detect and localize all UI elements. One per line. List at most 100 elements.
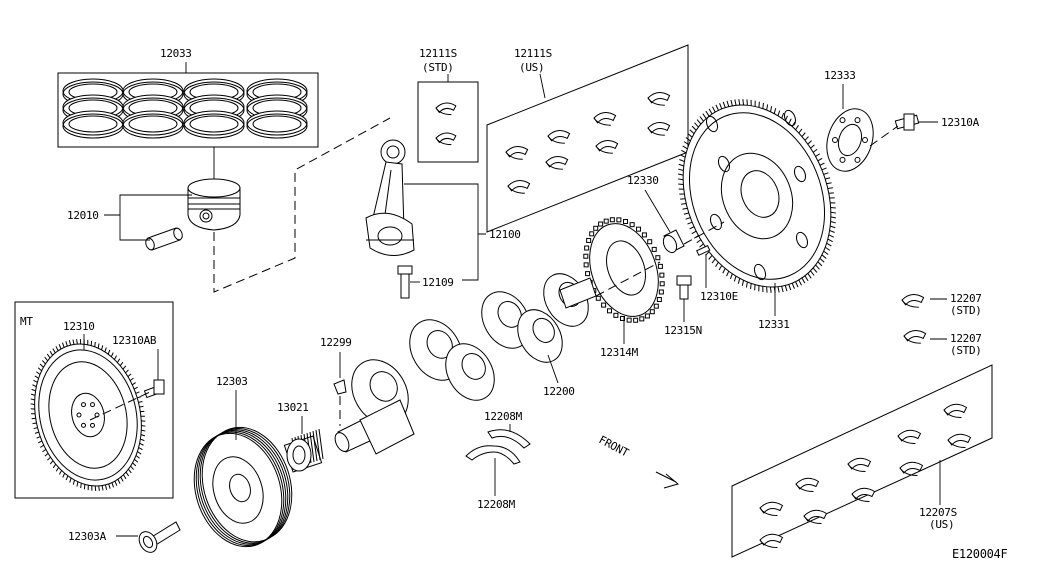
ring-gear-tooth [678,183,684,186]
signal-plate-tooth [623,219,629,225]
callout-12303: 12303 [216,375,248,388]
mt-gear-tooth [120,476,124,482]
mt-gear-tooth [125,471,130,477]
main-bearing-shell-us [759,533,784,546]
ring-gear-tooth [812,148,818,153]
signal-plate-tooth [607,308,613,314]
ring-gear-tooth [827,187,833,189]
mt-gear-tooth [127,373,132,378]
conrod-bolt [397,265,413,299]
plate-bolt-hole [862,137,868,143]
callout-12310a: 12310A [941,116,980,129]
mt-gear-tooth [30,403,35,405]
signal-plate-tooth [595,295,601,301]
mt-flywheel-bolt-hole [81,402,86,408]
ring-gear-tooth [815,153,821,157]
ring-gear-tooth [812,267,818,273]
drive-plate-hole [793,165,807,183]
ring-gear-tooth [696,239,702,244]
drive-plate-hole [753,263,767,281]
ring-gear-tooth [726,271,730,277]
signal-plate-tooth [653,303,659,309]
signal-plate-tooth [657,263,663,269]
ring-gear-tooth [801,277,806,284]
ring-gear-tooth [817,261,823,267]
mt-gear-tooth [39,363,44,368]
signal-plate-tooth [583,262,589,268]
main-bearing-shell-std [903,330,927,342]
callout-12207-std-2-sub: (STD) [950,344,982,357]
mt-gear-tooth [40,444,45,448]
ring-gear-tooth [784,285,788,292]
signal-plate-tooth [616,217,622,223]
signal-plate-tooth [659,281,665,287]
mt-gear-tooth [135,391,140,394]
main-bearing-shell-us [943,403,968,416]
plate-bolt-hole [839,156,846,163]
mt-gear-tooth [30,393,36,396]
mt-gear-tooth [65,475,69,481]
mt-flywheel-bolt [143,379,165,399]
ring-gear-tooth [819,162,825,166]
mt-gear-tooth [32,422,37,425]
main-bearing-std-shells [901,294,927,344]
conrod-bearing-shell-edge [435,107,452,116]
mt-gear-tooth [65,341,68,347]
conrod-bearing-shell-us [595,140,619,152]
mt-gear-tooth [101,345,104,351]
ring-gear-tooth [830,216,837,219]
piston-ring-inner [252,115,302,133]
front-direction-indicator: FRONT [597,433,680,489]
ring-gear-tooth [810,144,815,149]
drive-plate-hole [783,109,797,127]
flywheel-bolt [894,113,920,131]
mt-gear-tooth [127,468,132,474]
ring-gear-tooth [741,280,745,286]
main-bearing-shell-us [899,461,924,474]
ring-gear-tooth [711,258,716,264]
mt-gear-tooth [41,360,46,365]
mt-gear-tooth [36,371,41,375]
main-bearing-shell-std-edge [901,299,919,308]
mt-gear-tooth [55,346,59,351]
signal-plate-tooth [589,231,595,237]
ring-gear-tooth [705,110,710,117]
ring-gear-tooth [737,278,741,284]
pulley-groove [201,428,291,543]
dowel-pin [696,244,711,256]
mt-gear-tooth [139,442,144,446]
ring-gear-tooth [730,99,733,106]
conrod-bearing-shell-us-edge [647,97,665,106]
callout-12109: 12109 [422,276,454,289]
main-bearing-shell-us-edge [899,467,918,476]
ring-gear-tooth [678,163,684,167]
ring-gear-tooth [821,167,827,171]
mt-gear-tooth [104,347,107,353]
callout-12111s-std-sub: (STD) [422,61,454,74]
mt-gear-tooth [44,356,49,362]
signal-plate-tooth [626,317,632,323]
callout-13021: 13021 [277,401,309,414]
mt-gear-tooth [132,462,137,467]
mt-flywheel-frame [14,301,174,499]
sprocket-tooth [312,430,318,462]
callout-12207-std-1: 12207 [950,292,982,305]
signal-plate-tooth [603,218,609,224]
mt-gear-tooth [49,350,54,356]
mt-gear-tooth [111,482,115,488]
callout-12310e: 12310E [700,290,738,303]
ring-gear-tooth [679,159,685,162]
conrod-bearing-shell-us-edge [507,185,525,194]
ring-gear-tooth [781,112,785,119]
front-label: FRONT [597,433,632,460]
drive-plate-hole [705,115,719,133]
callout-12299: 12299 [320,336,352,349]
main-bearing-shell-us-edge [795,483,814,492]
mt-gear-tooth [101,485,104,491]
mt-gear-tooth [52,463,57,469]
signal-plate-tooth [583,253,589,259]
ring-gear-tooth [689,226,695,230]
signal-plate-tooth [584,245,590,251]
ring-gear-tooth [827,238,833,243]
mt-gear-tooth [137,396,142,399]
